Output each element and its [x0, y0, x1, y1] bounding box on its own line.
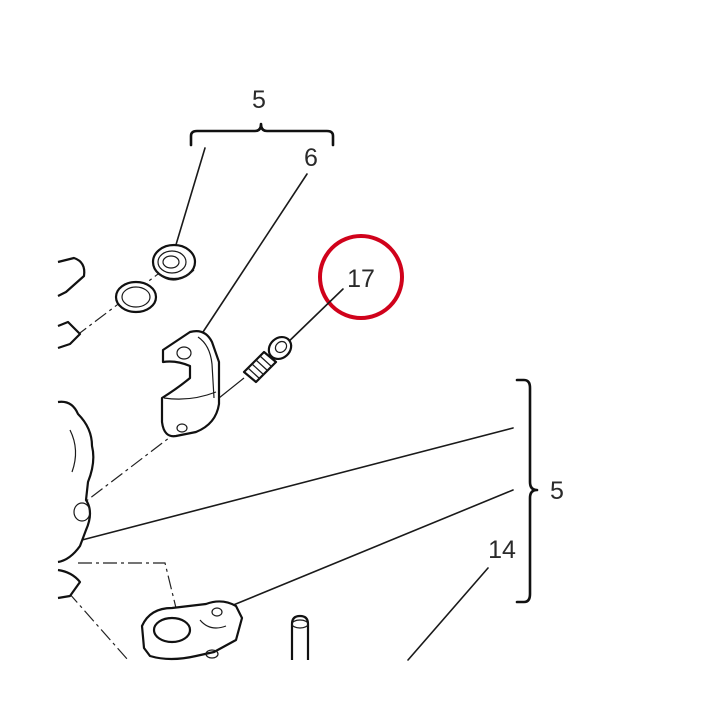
label-bolt: 17 — [347, 265, 375, 293]
master-cylinder-partial — [57, 256, 95, 600]
leader-top-group — [171, 147, 206, 259]
highlight-ring — [318, 234, 404, 320]
o-ring — [114, 280, 158, 314]
clamp-bolt — [242, 335, 293, 384]
leader-lever-pivot — [407, 567, 489, 661]
label-top-group: 5 — [252, 86, 266, 114]
leader-side-group-b — [225, 489, 514, 609]
leader-clamp — [202, 173, 308, 333]
label-side-group: 5 — [550, 477, 564, 505]
side-group-bracket — [515, 378, 539, 604]
lever-pivot-parts — [140, 600, 310, 661]
handlebar-clamp — [160, 330, 221, 438]
assembly-centerlines — [63, 267, 245, 661]
leader-side-group-a — [81, 427, 514, 541]
leader-lines — [81, 147, 514, 661]
seal-bushing — [151, 243, 197, 281]
label-lever-pivot: 14 — [488, 536, 516, 564]
leader-bolt — [281, 288, 344, 349]
top-group-bracket — [189, 122, 335, 147]
label-clamp: 6 — [304, 144, 318, 172]
